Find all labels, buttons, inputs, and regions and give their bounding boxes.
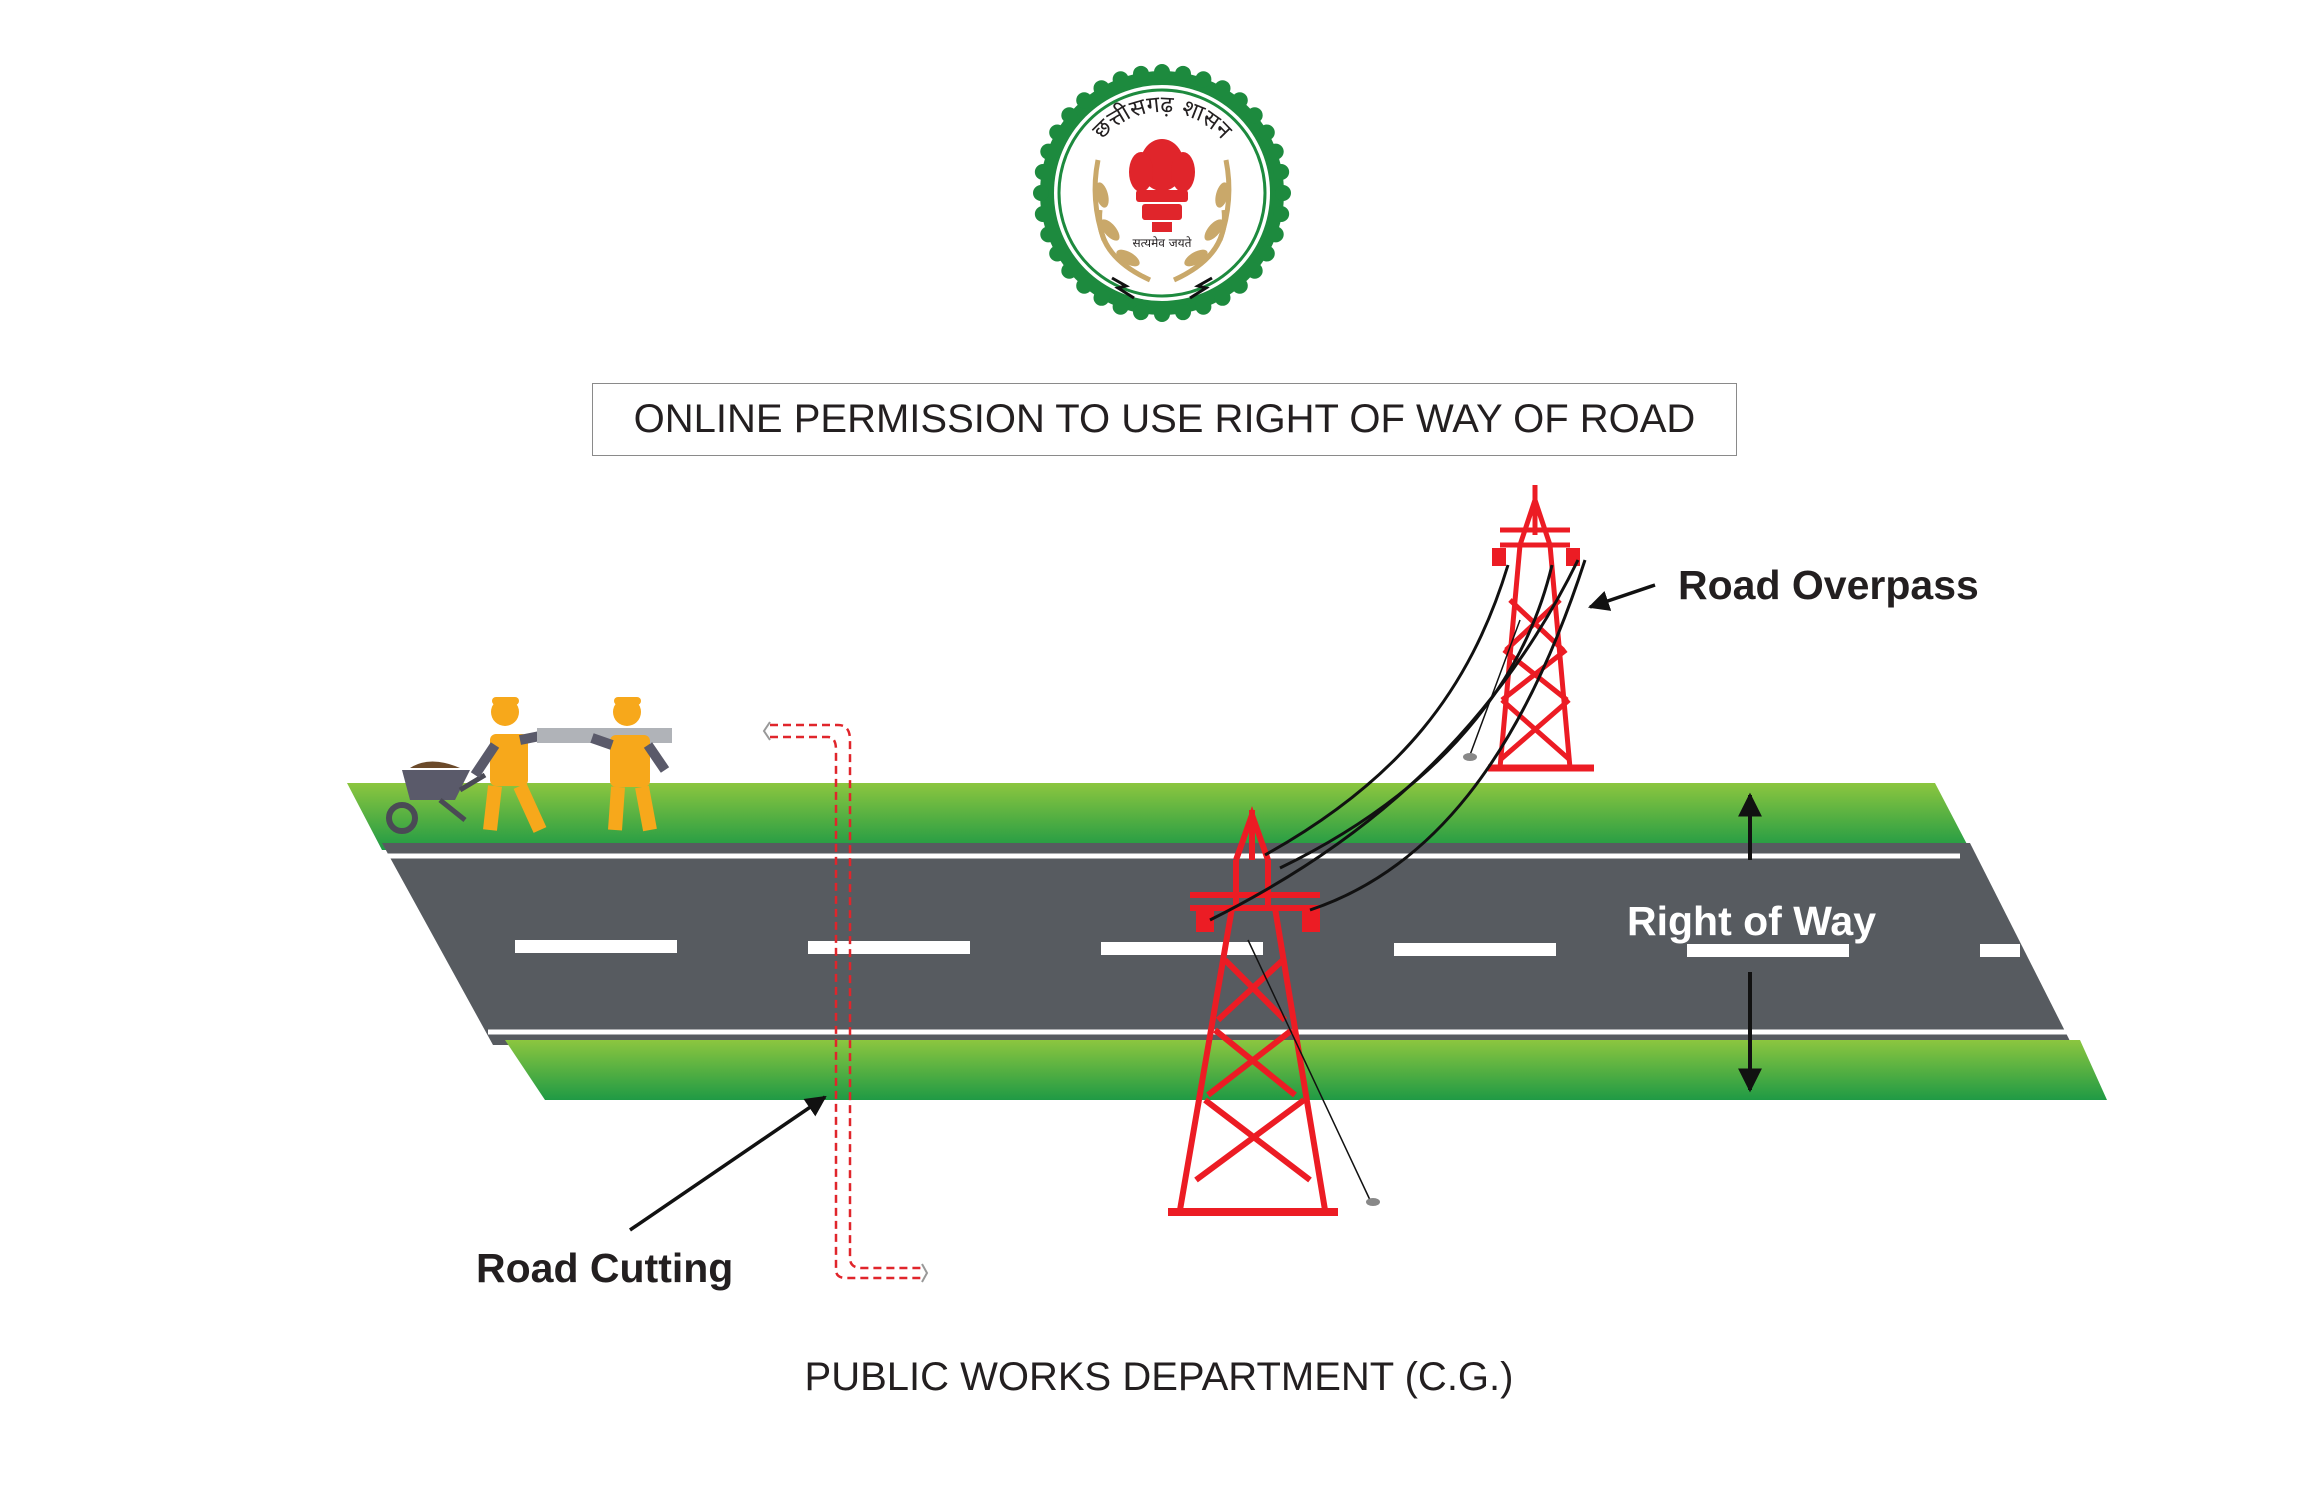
- bottom-grass-verge: [505, 1040, 2107, 1100]
- back-transmission-tower: [1488, 485, 1594, 772]
- road-overpass-label: Road Overpass: [1678, 562, 1979, 608]
- chhattisgarh-government-emblem: छत्तीसगढ़ शासन सत्यमेव जयते: [1033, 64, 1291, 322]
- emblem-wreath: [1092, 159, 1232, 283]
- road-cutting-pipe: [770, 723, 922, 1280]
- worker-icon: [470, 697, 547, 833]
- department-footer: PUBLIC WORKS DEPARTMENT (C.G.): [804, 1355, 1514, 1399]
- worker-icon: [590, 697, 670, 832]
- road-workers-illustration: [386, 697, 672, 834]
- right-of-way-label: Right of Way: [1627, 898, 1877, 944]
- overhead-power-cables: [1209, 559, 1587, 1201]
- top-grass-verge: [347, 783, 1970, 850]
- road-cutting-label: Road Cutting: [476, 1245, 734, 1291]
- ashoka-emblem-icon: [1129, 139, 1195, 232]
- front-transmission-tower: [1168, 806, 1338, 1216]
- wheelbarrow-icon: [386, 761, 487, 834]
- road-cutting-arrow: [629, 1095, 827, 1232]
- page-title: ONLINE PERMISSION TO USE RIGHT OF WAY OF…: [592, 383, 1737, 456]
- road-overpass-arrow: [1588, 583, 1656, 611]
- emblem-motto: सत्यमेव जयते: [1133, 236, 1193, 250]
